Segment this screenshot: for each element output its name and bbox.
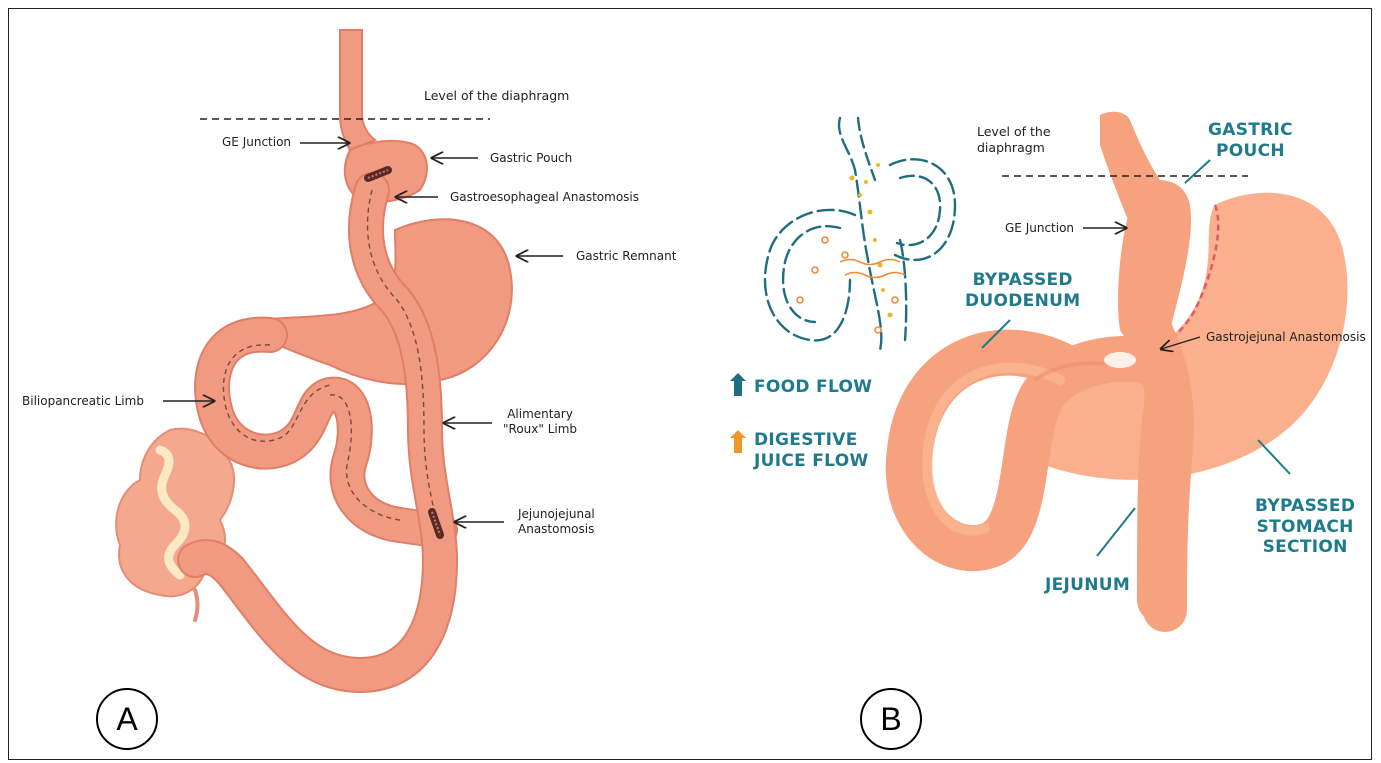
label-ge-anastomosis-a: Gastroesophageal Anastomosis bbox=[450, 190, 639, 205]
label-gastric-pouch-b-line2: POUCH bbox=[1208, 141, 1293, 162]
legend-digestive-line2: JUICE FLOW bbox=[754, 451, 869, 472]
label-bypassed-stomach-b: BYPASSED STOMACH SECTION bbox=[1255, 496, 1355, 558]
label-biliopancreatic-a: Biliopancreatic Limb bbox=[22, 394, 144, 409]
pointer-bypassed-stomach bbox=[1258, 440, 1290, 474]
label-alimentary-line1: Alimentary bbox=[503, 407, 577, 422]
legend-food-flow: FOOD FLOW bbox=[754, 377, 872, 398]
legend-food-flow-arrow bbox=[730, 373, 746, 396]
label-gastrojejunal-b: Gastrojejunal Anastomosis bbox=[1206, 330, 1366, 345]
panel-a-badge: A bbox=[96, 688, 158, 750]
label-ge-junction-a: GE Junction bbox=[222, 135, 291, 150]
flow-schematic bbox=[765, 118, 955, 350]
label-jj-line2: Anastomosis bbox=[518, 522, 595, 537]
esophagus bbox=[340, 30, 375, 150]
legend-digestive-line1: DIGESTIVE bbox=[754, 430, 869, 451]
label-jj-line1: Jejunojejunal bbox=[518, 507, 595, 522]
label-diaphragm-b: Level of the diaphragm bbox=[977, 124, 1051, 155]
label-alimentary-a: Alimentary "Roux" Limb bbox=[503, 407, 577, 437]
legend-digestive-flow: DIGESTIVE JUICE FLOW bbox=[754, 430, 869, 471]
legend-digestive-flow-arrow bbox=[730, 430, 746, 453]
label-gastric-pouch-a: Gastric Pouch bbox=[490, 151, 572, 166]
label-gastric-remnant-a: Gastric Remnant bbox=[576, 249, 676, 264]
large-intestine bbox=[116, 429, 234, 620]
pointer-jejunum bbox=[1097, 508, 1135, 556]
pointer-gastric-pouch bbox=[1185, 160, 1210, 183]
label-stomach-line3: SECTION bbox=[1255, 537, 1355, 558]
label-stomach-line1: BYPASSED bbox=[1255, 496, 1355, 517]
label-diaphragm-b-line1: Level of the bbox=[977, 124, 1051, 140]
panel-b-badge: B bbox=[860, 688, 922, 750]
label-duodenum-line1: BYPASSED bbox=[965, 270, 1080, 291]
label-alimentary-line2: "Roux" Limb bbox=[503, 422, 577, 437]
flow-schematic-dots bbox=[850, 163, 893, 318]
label-ge-junction-b: GE Junction bbox=[1005, 221, 1074, 236]
label-diaphragm-b-line2: diaphragm bbox=[977, 140, 1051, 156]
label-stomach-line2: STOMACH bbox=[1255, 517, 1355, 538]
label-duodenum-line2: DUODENUM bbox=[965, 291, 1080, 312]
label-gastric-pouch-b-line1: GASTRIC bbox=[1208, 120, 1293, 141]
jejunum-shape bbox=[1150, 330, 1172, 610]
label-gastric-pouch-b: GASTRIC POUCH bbox=[1208, 120, 1293, 161]
label-bypassed-duodenum-b: BYPASSED DUODENUM bbox=[965, 270, 1080, 311]
label-jj-anastomosis-a: Jejunojejunal Anastomosis bbox=[518, 507, 595, 537]
label-jejunum-b: JEJUNUM bbox=[1045, 575, 1130, 596]
label-diaphragm-a: Level of the diaphragm bbox=[424, 88, 569, 104]
